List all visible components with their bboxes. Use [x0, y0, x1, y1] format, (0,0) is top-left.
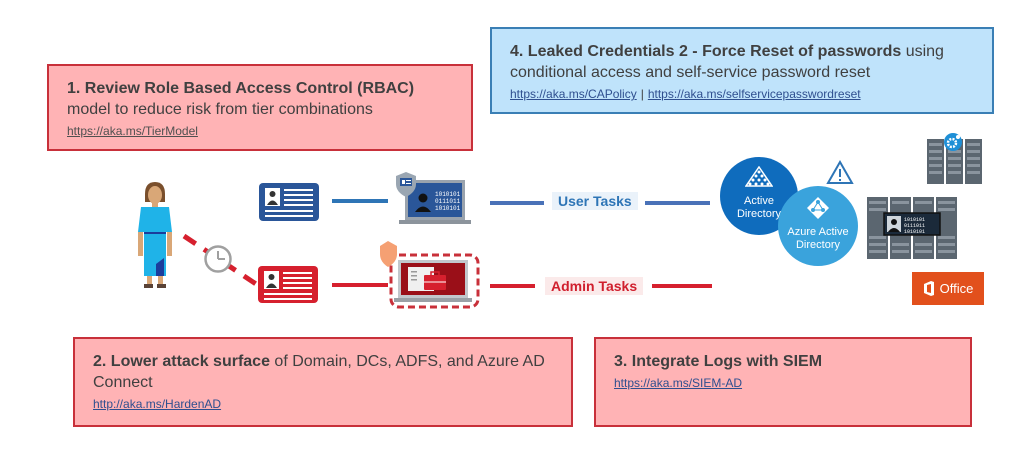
ca-policy-link[interactable]: https://aka.ms/CAPolicy: [510, 87, 637, 101]
admin-path-dashed-line: [182, 233, 258, 287]
active-directory-label-2: Directory: [736, 208, 781, 220]
azure-ad-label-2: Directory: [795, 239, 840, 251]
warning-icon: [826, 160, 854, 184]
attack-surface-title-rest: of Domain, DCs, ADFS, and Azure AD Conne…: [93, 353, 545, 391]
active-directory-label-1: Active: [744, 195, 774, 207]
leaked-credentials-title: 4. Leaked Credentials 2 - Force Reset of…: [510, 41, 976, 83]
user-tasks-label: User Tasks: [552, 192, 638, 210]
rbac-title-bold: 1. Review Role Based Access Control (RBA…: [67, 80, 415, 97]
admin-workstation-icon: [380, 241, 480, 309]
siem-ad-link[interactable]: https://aka.ms/SIEM-AD: [614, 376, 743, 390]
office-tile: Office: [912, 272, 984, 305]
active-directory-icon: [745, 166, 773, 187]
rbac-callout-box: 1. Review Role Based Access Control (RBA…: [47, 64, 473, 151]
attack-surface-title: 2. Lower attack surface of Domain, DCs, …: [93, 351, 555, 393]
rbac-callout-title: 1. Review Role Based Access Control (RBA…: [67, 78, 455, 120]
user-id-card-icon: [259, 183, 319, 221]
user-tasks-line-right: [645, 201, 710, 205]
attack-surface-callout-box: 2. Lower attack surface of Domain, DCs, …: [73, 337, 573, 427]
user-person-icon: [138, 182, 172, 288]
siem-callout-box: 3. Integrate Logs with SIEM https://aka.…: [594, 337, 972, 427]
rbac-title-rest: model to reduce risk from tier combinati…: [67, 101, 373, 118]
server-farm-icon: 1010101 0111011 1010101: [867, 197, 957, 259]
admin-card-to-device-line: [332, 283, 388, 287]
binary-line-1: 1010101: [435, 191, 461, 198]
admin-id-card-icon: [258, 266, 318, 303]
leaked-credentials-title-bold: 4. Leaked Credentials 2 - Force Reset of…: [510, 43, 902, 60]
user-tasks-line-left: [490, 201, 544, 205]
siem-title: 3. Integrate Logs with SIEM: [614, 351, 954, 372]
server-binary-line-3: 1010101: [904, 229, 925, 235]
binary-line-2: 0111011: [435, 198, 461, 205]
office-label: Office: [939, 281, 974, 296]
server-config-icon: [927, 133, 982, 184]
admin-tasks-line-left: [490, 284, 535, 288]
clock-icon: [204, 245, 232, 273]
sspr-link[interactable]: https://aka.ms/selfservicepasswordreset: [647, 87, 861, 101]
azure-active-directory-node: Azure Active Directory: [778, 186, 858, 266]
azure-ad-label-1: Azure Active: [787, 226, 849, 238]
admin-tasks-line-right: [652, 284, 712, 288]
user-laptop-icon: 1010101 0111011 1010101: [396, 172, 471, 224]
binary-line-3: 1010101: [435, 205, 461, 212]
leaked-credentials-title-rest: using conditional access and self-servic…: [510, 43, 944, 81]
link-separator: |: [640, 87, 644, 101]
azure-ad-icon: [807, 197, 829, 219]
office-logo-icon: [923, 281, 934, 296]
tier-model-link[interactable]: https://aka.ms/TierModel: [67, 124, 198, 138]
attack-surface-title-bold: 2. Lower attack surface: [93, 353, 270, 370]
server-binary-line-2: 0111011: [904, 223, 925, 229]
leaked-credentials-callout-box: 4. Leaked Credentials 2 - Force Reset of…: [490, 27, 994, 114]
user-card-to-device-line: [332, 199, 388, 203]
server-binary-line-1: 1010101: [904, 217, 925, 223]
admin-tasks-label: Admin Tasks: [545, 277, 644, 295]
harden-ad-link[interactable]: http://aka.ms/HardenAD: [93, 397, 222, 411]
siem-title-bold: 3. Integrate Logs with SIEM: [614, 353, 823, 370]
